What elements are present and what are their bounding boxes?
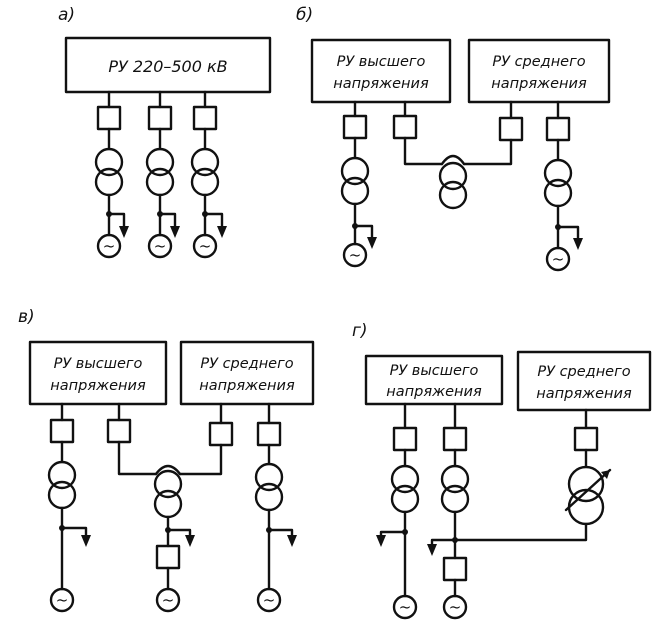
two-winding-transformer-icon xyxy=(153,469,183,519)
panel-a-branch-1: ~ xyxy=(94,90,129,259)
ru-mid-line-1: РУ среднего xyxy=(200,356,293,372)
panel-v-generator-branch-mid: ~ xyxy=(254,402,297,613)
ru-mid-line-1: РУ среднего xyxy=(537,364,630,380)
ru-high-line-1: РУ высшего xyxy=(390,363,479,379)
generator-symbol: ~ xyxy=(263,591,276,609)
generator-symbol: ~ xyxy=(552,250,565,268)
generator-icon: ~ xyxy=(147,233,173,259)
breaker-icon xyxy=(106,418,132,444)
breaker-icon xyxy=(96,105,122,131)
breaker-icon xyxy=(342,114,368,140)
breaker-icon xyxy=(192,105,218,131)
generator-icon: ~ xyxy=(342,242,368,268)
load-arrow-icon xyxy=(107,212,129,238)
generator-symbol: ~ xyxy=(162,591,175,609)
two-winding-transformer-icon xyxy=(47,460,77,510)
panel-v-tag: в) xyxy=(18,307,35,327)
breaker-icon xyxy=(498,116,524,142)
ru-high-voltage-box: РУ высшего напряжения xyxy=(310,38,452,104)
ru-mid-line-2: напряжения xyxy=(199,378,295,394)
two-winding-transformer-icon xyxy=(254,462,284,512)
ru-mid-line-2: напряжения xyxy=(491,76,587,92)
ru-high-voltage-box: РУ высшего напряжения xyxy=(28,340,168,406)
generator-icon: ~ xyxy=(545,246,571,272)
ru-high-line-1: РУ высшего xyxy=(337,54,426,70)
breaker-icon xyxy=(392,426,418,452)
generator-icon: ~ xyxy=(392,594,418,620)
panel-a-branch-2: ~ xyxy=(145,90,180,259)
two-winding-transformer-icon xyxy=(94,147,124,197)
ru-mid-voltage-box: РУ среднего напряжения xyxy=(179,340,315,406)
two-winding-transformer-icon xyxy=(340,156,370,206)
generator-symbol: ~ xyxy=(449,598,462,616)
generator-icon: ~ xyxy=(155,587,181,613)
generator-icon: ~ xyxy=(192,233,218,259)
ru-high-line-2: напряжения xyxy=(50,378,146,394)
ru-mid-voltage-box: РУ среднего напряжения xyxy=(467,38,611,104)
two-winding-transformer-icon xyxy=(543,158,573,208)
load-arrow-icon xyxy=(353,224,377,249)
ru-high-line-2: напряжения xyxy=(333,76,429,92)
generator-symbol: ~ xyxy=(399,598,412,616)
load-arrow-icon xyxy=(60,526,91,547)
two-winding-transformer-icon xyxy=(190,147,220,197)
breaker-icon xyxy=(545,116,571,142)
ru-high-line-2: напряжения xyxy=(386,384,482,400)
generator-icon: ~ xyxy=(96,233,122,259)
panel-v-coupling-link: ~ xyxy=(106,402,234,613)
ru-220-500-box: РУ 220–500 кВ xyxy=(64,36,272,94)
generator-symbol: ~ xyxy=(199,237,212,255)
ru-mid-line-1: РУ среднего xyxy=(492,54,585,70)
panel-g-tag: г) xyxy=(352,321,368,341)
panel-v: в) РУ высшего напряжения РУ среднего нап… xyxy=(18,307,315,613)
generator-icon: ~ xyxy=(442,594,468,620)
panel-b-generator-branch-mid: ~ xyxy=(543,100,583,272)
regulating-transformer-icon xyxy=(564,465,612,526)
breaker-icon xyxy=(49,418,75,444)
breaker-icon xyxy=(442,556,468,582)
two-winding-transformer-icon xyxy=(390,464,420,514)
breaker-icon xyxy=(573,426,599,452)
load-arrow-icon xyxy=(427,538,457,556)
panel-g-generator-branch-2: ~ xyxy=(427,402,588,620)
load-arrow-icon xyxy=(376,530,407,547)
breaker-icon xyxy=(256,421,282,447)
panel-b-tag: б) xyxy=(296,5,313,25)
panel-b-generator-branch-high: ~ xyxy=(340,100,377,268)
panel-a-tag: а) xyxy=(58,5,75,25)
panel-g-generator-branch-1: ~ xyxy=(376,402,420,620)
load-arrow-icon xyxy=(158,212,180,238)
breaker-icon xyxy=(208,421,234,447)
generator-symbol: ~ xyxy=(349,246,362,264)
panel-a-branch-3: ~ xyxy=(190,90,227,259)
two-winding-transformer-icon xyxy=(145,147,175,197)
load-arrow-icon xyxy=(267,528,297,547)
generator-icon: ~ xyxy=(256,587,282,613)
ru-high-line-1: РУ высшего xyxy=(54,356,143,372)
panel-a: а) РУ 220–500 кВ ~ xyxy=(58,5,272,259)
breaker-icon xyxy=(442,426,468,452)
ru-mid-line-2: напряжения xyxy=(536,386,632,402)
panel-g-regulating-transformer-branch xyxy=(564,408,612,526)
ru-mid-voltage-box: РУ среднего напряжения xyxy=(516,350,652,412)
generator-symbol: ~ xyxy=(103,237,116,255)
generator-icon: ~ xyxy=(49,587,75,613)
two-winding-transformer-icon xyxy=(440,464,470,514)
load-arrow-icon xyxy=(166,528,195,547)
generator-symbol: ~ xyxy=(56,591,69,609)
ru-high-voltage-box: РУ высшего напряжения xyxy=(364,354,504,406)
breaker-icon xyxy=(147,105,173,131)
panel-b: б) РУ высшего напряжения РУ среднего нап… xyxy=(296,5,611,272)
two-winding-transformer-icon xyxy=(438,161,468,210)
load-arrow-icon xyxy=(556,225,583,250)
load-arrow-icon xyxy=(203,212,227,238)
panel-b-coupling-link xyxy=(392,100,524,210)
breaker-icon xyxy=(155,544,181,570)
panel-v-generator-branch-high: ~ xyxy=(47,402,91,613)
breaker-icon xyxy=(392,114,418,140)
generator-symbol: ~ xyxy=(154,237,167,255)
panel-g: г) РУ высшего напряжения РУ среднего нап… xyxy=(352,321,652,620)
ru-220-500-label: РУ 220–500 кВ xyxy=(108,57,227,76)
